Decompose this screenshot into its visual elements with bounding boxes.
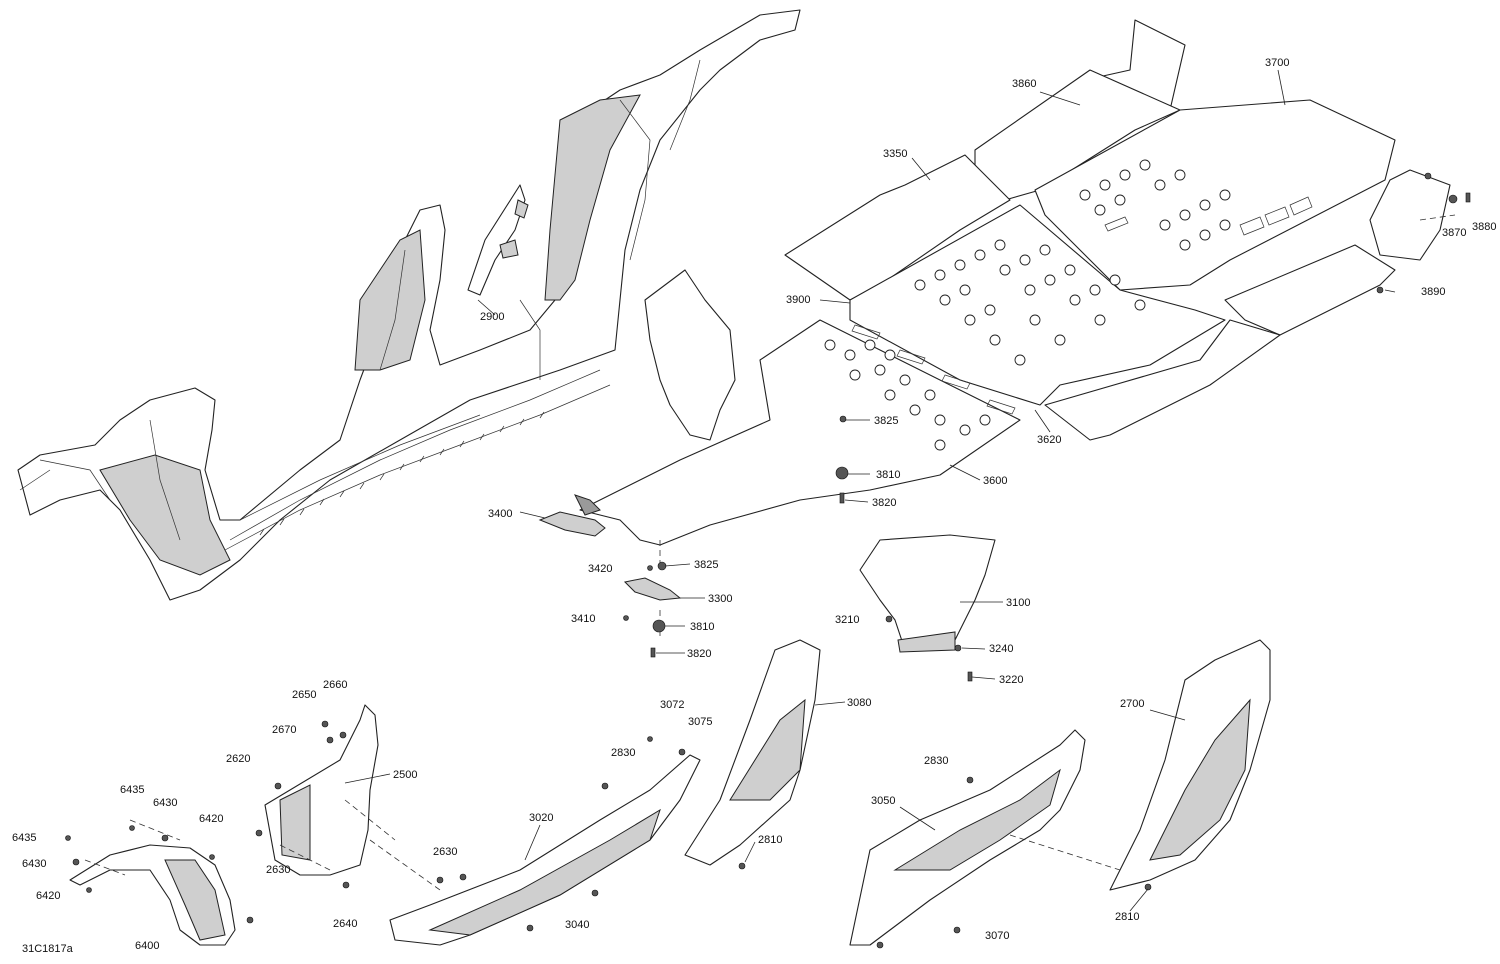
rocker-3020-part [389,754,701,946]
callout-3050: 3050 [871,795,895,807]
leader-lines [344,69,1396,912]
splash-panel-3100-part [859,534,996,653]
callout-2700: 2700 [1120,698,1144,710]
callout-3870: 3870 [1442,227,1466,239]
callout-2650: 2650 [292,689,316,701]
callout-3420: 3420 [588,563,612,575]
callout-6400: 6400 [135,940,159,952]
panel-3890-part [1224,244,1396,336]
callout-3400: 3400 [488,508,512,520]
callout-3820-bracket: 3820 [687,648,711,660]
door-panel-2700-part [1109,639,1271,891]
callout-3080: 3080 [847,697,871,709]
callout-3620: 3620 [1037,434,1061,446]
callout-3075: 3075 [688,716,712,728]
callout-3880: 3880 [1472,221,1496,233]
fender-6400-part [69,844,236,946]
callout-3810-floor: 3810 [876,469,900,481]
bracket-3300-part [623,577,682,601]
callout-6420-side: 6420 [36,890,60,902]
door-panel-3080-part [684,639,821,866]
callout-2630-right: 2630 [433,846,457,858]
callout-2830-right: 2830 [924,755,948,767]
callout-6430-side: 6430 [22,858,46,870]
callout-3900: 3900 [786,294,810,306]
callout-3600: 3600 [983,475,1007,487]
panel-3700-part [1034,99,1396,291]
body-side-frame-part [17,9,801,601]
callout-2620: 2620 [226,753,250,765]
callout-3072: 3072 [660,699,684,711]
callout-6420-top: 6420 [199,813,223,825]
callout-3100: 3100 [1006,597,1030,609]
callout-3820-floor: 3820 [872,497,896,509]
callout-6435-top: 6435 [120,784,144,796]
rocker-panel-2500-part [264,704,379,876]
callout-2810-right: 2810 [1115,911,1139,923]
floor-panels [579,19,1451,546]
callout-3040: 3040 [565,919,589,931]
figure-id: 31C1817a [22,943,74,955]
callout-3070: 3070 [985,930,1009,942]
panel-holes [824,159,1231,451]
panel-3900-part [849,204,1226,406]
bracket-2900-part [467,184,529,296]
panel-3620-part [1044,319,1281,441]
bracket-3400-part [538,494,606,537]
callout-2670: 2670 [272,724,296,736]
callout-3020: 3020 [529,812,553,824]
inner-panel-part [644,269,736,441]
callout-3890: 3890 [1421,286,1445,298]
callout-3300: 3300 [708,593,732,605]
panel-3600-part [579,319,1021,546]
callout-3700: 3700 [1265,57,1289,69]
callout-3240: 3240 [989,643,1013,655]
callout-2640: 2640 [333,918,357,930]
callout-2830-left: 2830 [611,747,635,759]
fasteners [65,172,1471,949]
callout-3825-bracket: 3825 [694,559,718,571]
callout-3825-floor: 3825 [874,415,898,427]
callout-labels: 3860 3700 3350 3870 3880 2900 3900 3890 … [12,57,1496,955]
callout-6435-side: 6435 [12,832,36,844]
callout-6430-top: 6430 [153,797,177,809]
callout-2630-left: 2630 [266,864,290,876]
callout-2900: 2900 [480,311,504,323]
callout-3350: 3350 [883,148,907,160]
callout-2660: 2660 [323,679,347,691]
callout-2500: 2500 [393,769,417,781]
callout-3810-bracket: 3810 [690,621,714,633]
callout-2810-left: 2810 [758,834,782,846]
callout-3220: 3220 [999,674,1023,686]
lower-door-3050-part [849,729,1086,946]
callout-3210: 3210 [835,614,859,626]
callout-3410: 3410 [571,613,595,625]
callout-3860: 3860 [1012,78,1036,90]
